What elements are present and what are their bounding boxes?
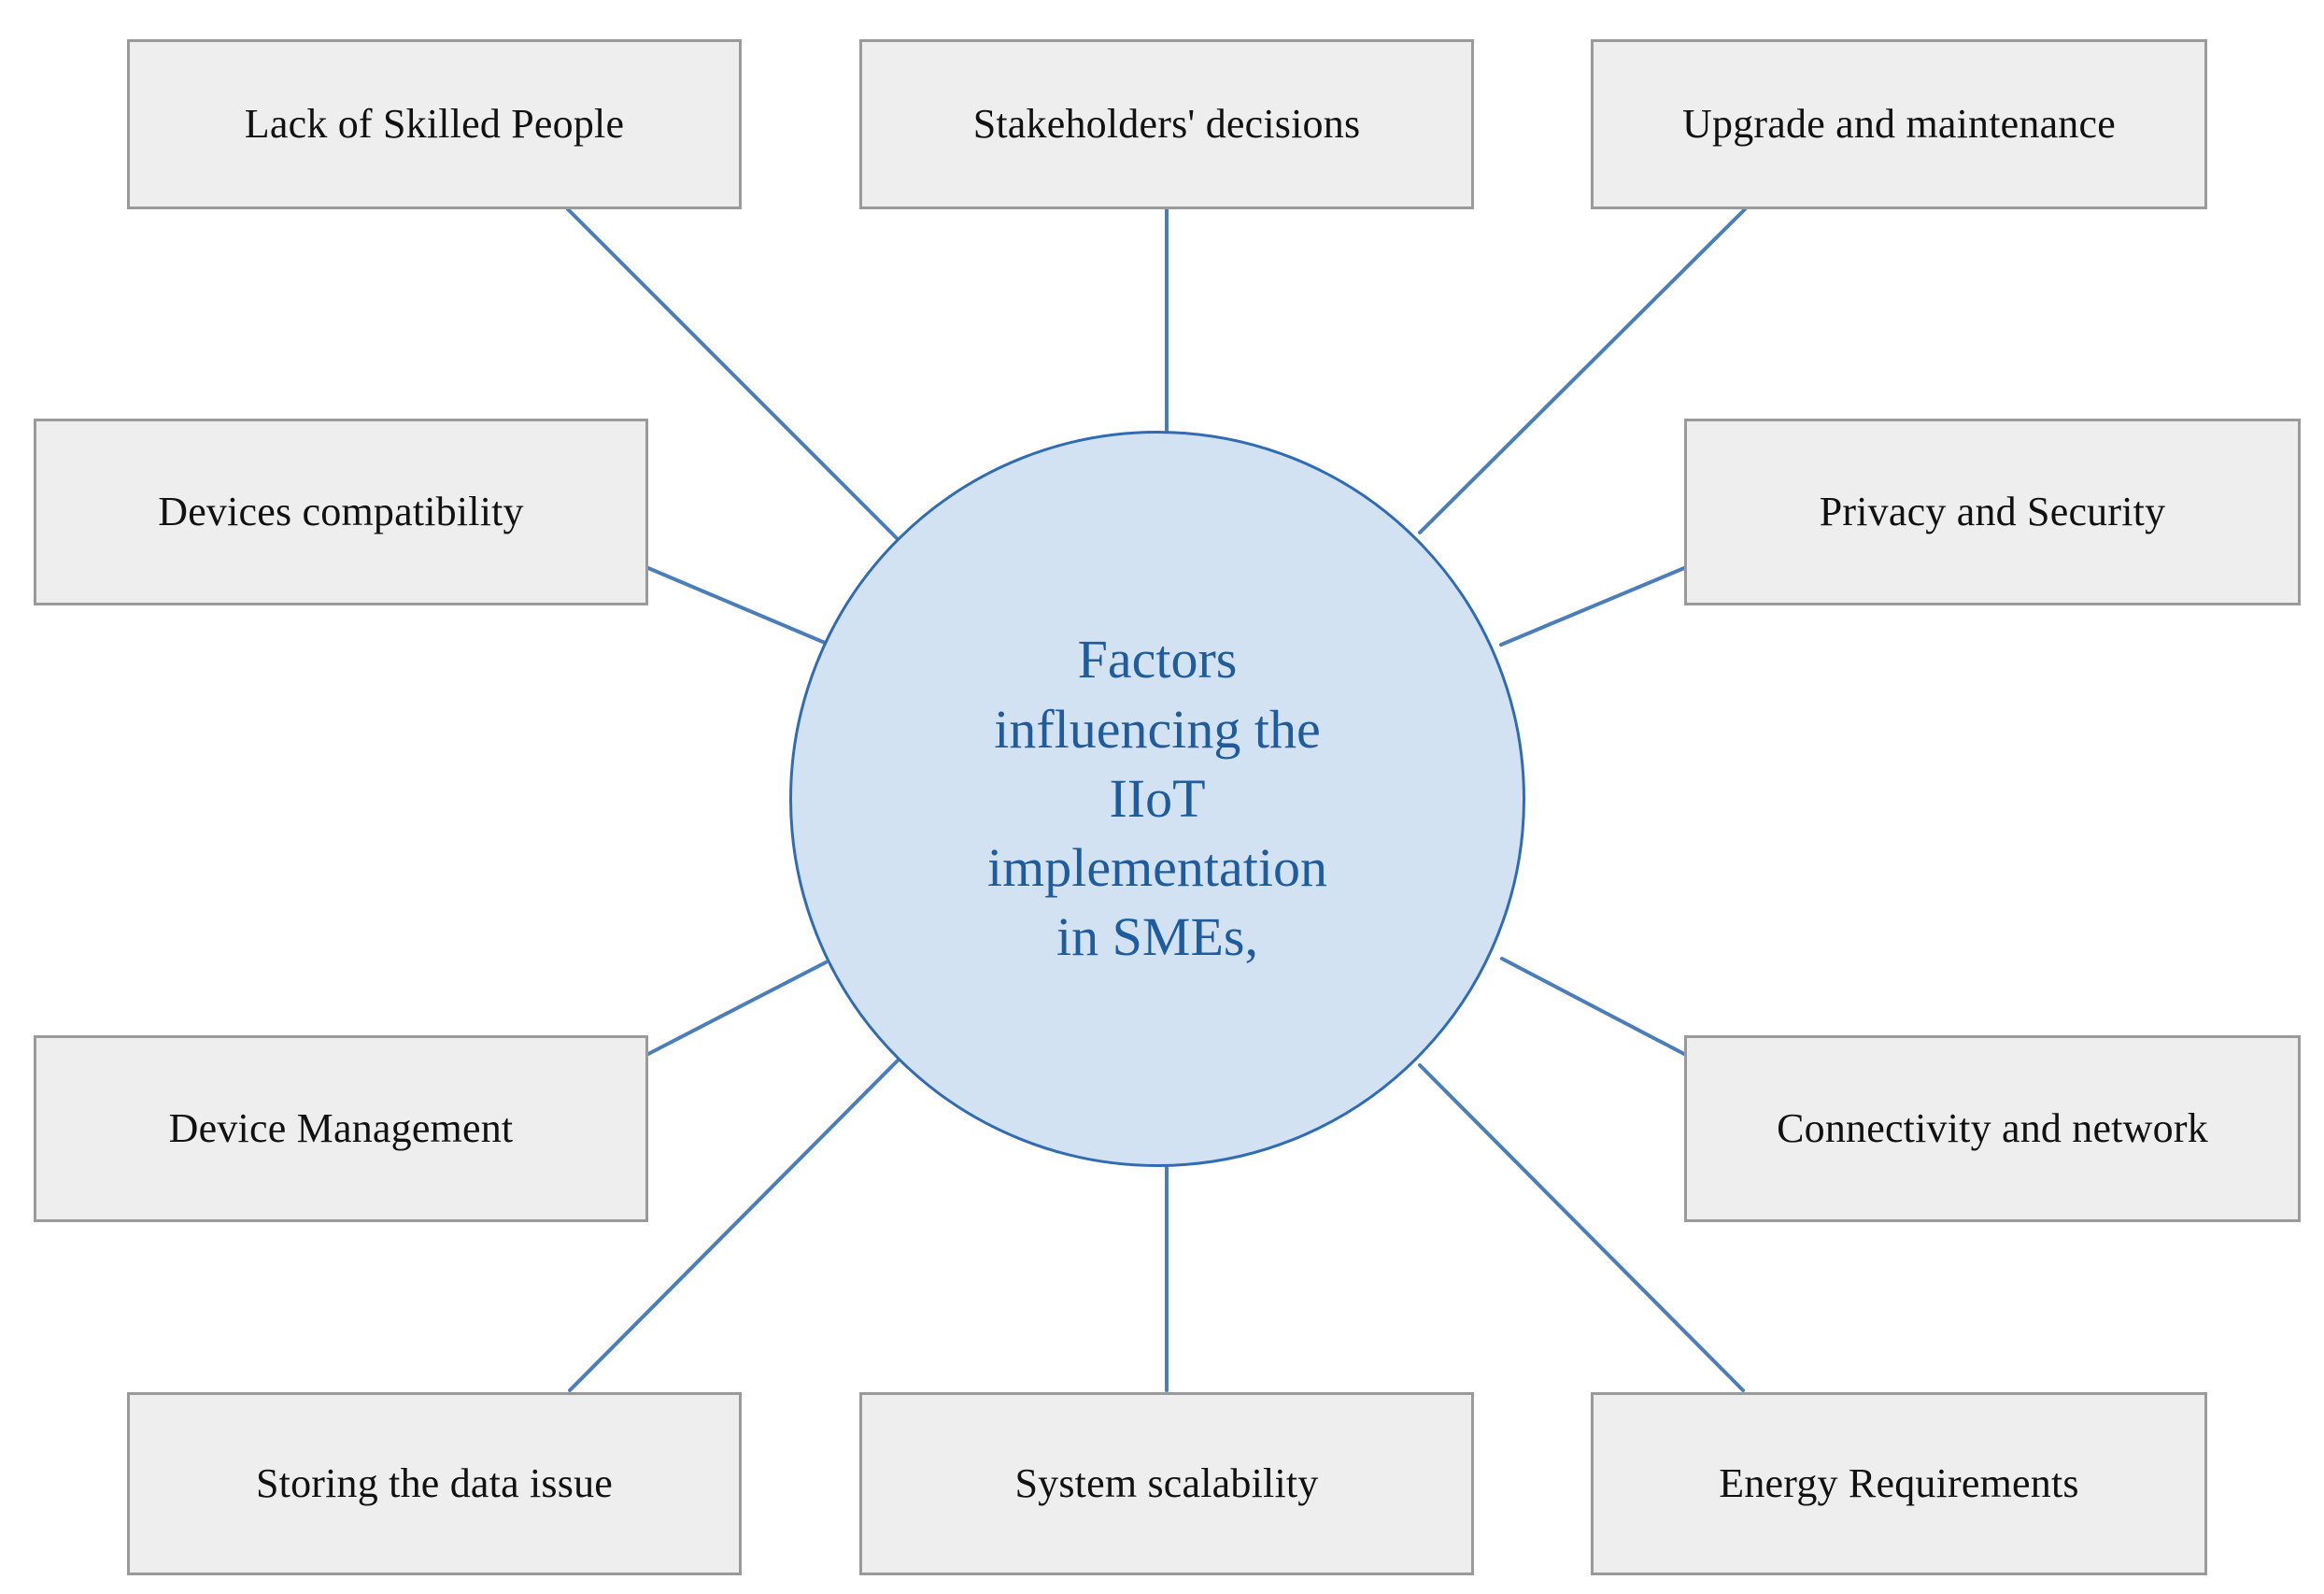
node-label: System scalability <box>1014 1459 1319 1506</box>
connector-devices-compatibility <box>646 566 831 647</box>
node-label: Energy Requirements <box>1719 1459 2079 1506</box>
center-hub-label: Factors influencing the IIoT implementat… <box>986 629 1328 968</box>
node-privacy-and-security[interactable]: Privacy and Security <box>1684 419 2301 605</box>
connector-device-management <box>646 961 828 1056</box>
node-label: Upgrade and maintenance <box>1682 100 2116 147</box>
node-lack-of-skilled-people[interactable]: Lack of Skilled People <box>127 39 742 209</box>
node-stakeholders-decisions[interactable]: Stakeholders' decisions <box>859 39 1474 209</box>
node-label: Device Management <box>168 1104 514 1151</box>
node-label: Privacy and Security <box>1819 488 2166 534</box>
node-device-management[interactable]: Device Management <box>34 1035 648 1222</box>
node-label: Stakeholders' decisions <box>972 100 1361 147</box>
center-hub-circle[interactable]: Factors influencing the IIoT implementat… <box>789 431 1525 1167</box>
node-label: Lack of Skilled People <box>244 100 625 147</box>
node-energy-requirements[interactable]: Energy Requirements <box>1591 1392 2207 1575</box>
node-label: Connectivity and network <box>1777 1104 2208 1151</box>
node-system-scalability[interactable]: System scalability <box>859 1392 1474 1575</box>
node-devices-compatibility[interactable]: Devices compatibility <box>34 419 648 605</box>
node-label: Devices compatibility <box>158 488 524 534</box>
connector-connectivity-and-network <box>1500 957 1686 1056</box>
node-storing-the-data-issue[interactable]: Storing the data issue <box>127 1392 742 1575</box>
node-upgrade-and-maintenance[interactable]: Upgrade and maintenance <box>1591 39 2207 209</box>
node-connectivity-and-network[interactable]: Connectivity and network <box>1684 1035 2301 1222</box>
node-label: Storing the data issue <box>255 1459 613 1506</box>
connector-privacy-and-security <box>1499 566 1686 647</box>
